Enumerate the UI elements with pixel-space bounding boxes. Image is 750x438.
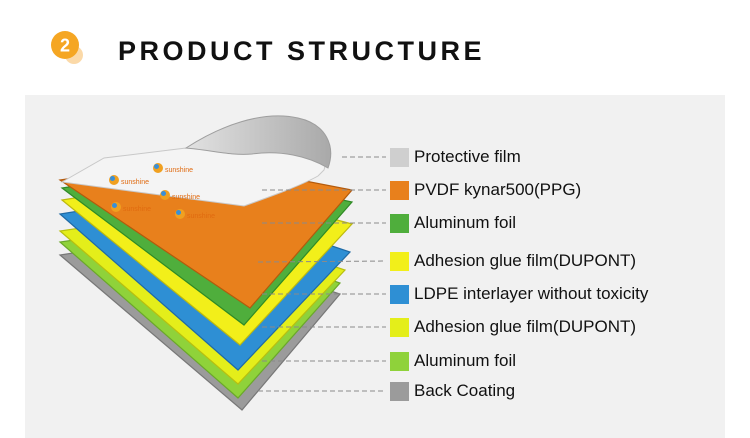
header: 2 PRODUCT STRUCTURE	[0, 0, 750, 95]
brand-text: sunshine	[187, 213, 215, 220]
step-number: 2	[60, 36, 70, 56]
legend-swatch	[390, 251, 409, 271]
legend-swatch	[390, 180, 409, 200]
legend-label: Back Coating	[414, 381, 516, 400]
legend-row-6: Adhesion glue film(DUPONT)	[390, 316, 636, 338]
step-badge-icon: 2	[51, 31, 83, 64]
legend-row-1: Protective film	[390, 146, 521, 168]
legend-label: Protective film	[414, 147, 521, 166]
brand-text: sunshine	[123, 206, 151, 213]
legend-swatch	[390, 317, 409, 337]
legend-label: Aluminum foil	[414, 351, 517, 370]
brand-logo-mark: sunshine	[160, 190, 200, 201]
leader-line	[257, 260, 387, 263]
brand-logo-mark: sunshine	[153, 163, 193, 174]
legend-swatch	[390, 381, 409, 401]
legend-row-5: LDPE interlayer without toxicity	[390, 283, 648, 305]
brand-logo-mark: sunshine	[175, 209, 215, 220]
legend-label: LDPE interlayer without toxicity	[414, 284, 649, 303]
legend-label: Adhesion glue film(DUPONT)	[414, 251, 637, 270]
legend-swatch	[390, 147, 409, 167]
legend-swatch	[390, 213, 409, 233]
brand-text: sunshine	[172, 194, 200, 201]
legend-label: Adhesion glue film(DUPONT)	[414, 317, 637, 336]
legend-row-3: Aluminum foil	[390, 212, 516, 234]
brand-logo-mark: sunshine	[109, 175, 149, 186]
legend-swatch	[390, 351, 409, 371]
legend-row-8: Back Coating	[390, 380, 515, 402]
legend-row-2: PVDF kynar500(PPG)	[390, 179, 581, 201]
legend-row-4: Adhesion glue film(DUPONT)	[390, 250, 636, 272]
legend-label: PVDF kynar500(PPG)	[414, 180, 582, 199]
brand-text: sunshine	[121, 179, 149, 186]
legend-swatch	[390, 284, 409, 304]
legend-label: Aluminum foil	[414, 213, 517, 232]
protective-film-curl	[184, 115, 332, 169]
brand-logo-mark: sunshine	[111, 202, 151, 213]
page-title: PRODUCT STRUCTURE	[118, 36, 485, 66]
legend-row-7: Aluminum foil	[390, 350, 516, 372]
brand-text: sunshine	[165, 167, 193, 174]
